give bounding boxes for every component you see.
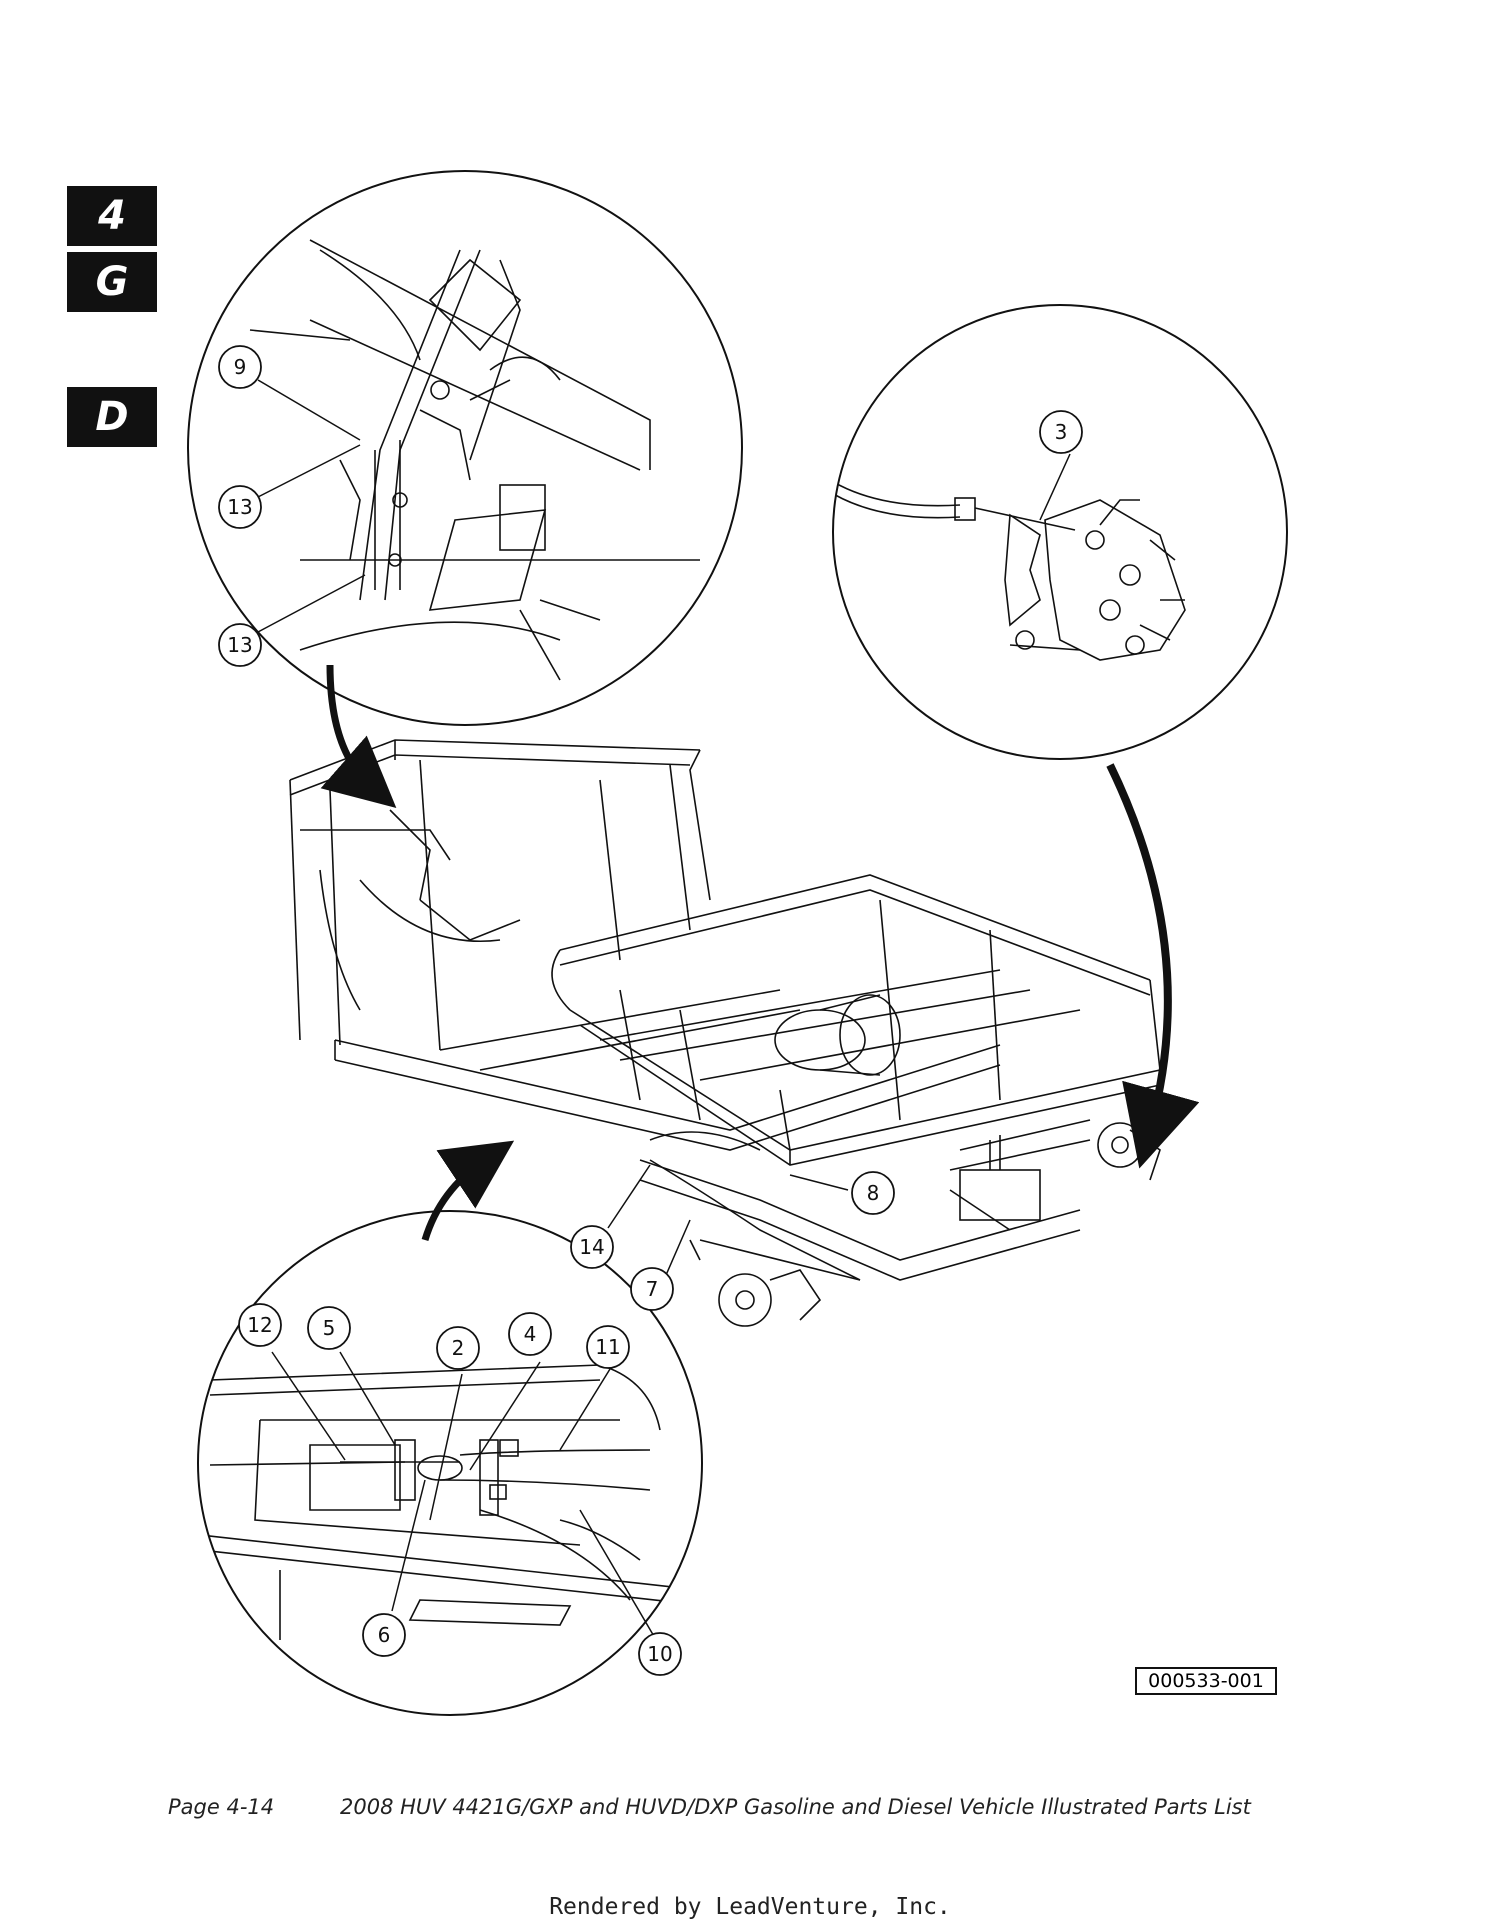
svg-text:4: 4 [524, 1322, 537, 1346]
svg-text:11: 11 [595, 1335, 620, 1359]
callout-5: 5 [307, 1306, 351, 1350]
callout-13a: 13 [218, 485, 262, 529]
svg-text:10: 10 [647, 1642, 672, 1666]
callout-3: 3 [1039, 410, 1083, 454]
svg-text:7: 7 [646, 1277, 659, 1301]
svg-text:5: 5 [323, 1316, 336, 1340]
detail-circle-caliper [832, 304, 1288, 760]
arrow-detail-caliper [1106, 763, 1200, 1169]
leader-lines [257, 379, 1071, 1651]
arrow-detail-cable [421, 1140, 515, 1242]
callout-4: 4 [508, 1312, 552, 1356]
callout-11: 11 [586, 1325, 630, 1369]
figure-id-label: 000533-001 [1135, 1667, 1277, 1695]
callout-10: 10 [638, 1632, 682, 1676]
detail-circle-pedal [187, 170, 743, 726]
svg-text:13: 13 [227, 495, 252, 519]
svg-text:13: 13 [227, 633, 252, 657]
callout-13b: 13 [218, 623, 262, 667]
section-tab-d: D [67, 387, 157, 447]
detail-circle-cable [197, 1210, 703, 1716]
callout-2: 2 [436, 1326, 480, 1370]
section-tab-g: G [67, 252, 157, 312]
arrow-detail-pedal [320, 664, 397, 809]
section-tab-4: 4 [67, 186, 157, 246]
svg-text:6: 6 [378, 1623, 391, 1647]
callout-7: 7 [630, 1267, 674, 1311]
callout-12: 12 [238, 1303, 282, 1347]
svg-text:8: 8 [867, 1181, 880, 1205]
footer-document-title: 2008 HUV 4421G/GXP and HUVD/DXP Gasoline… [340, 1795, 1251, 1819]
svg-text:12: 12 [247, 1313, 272, 1337]
svg-text:9: 9 [234, 355, 247, 379]
callout-6: 6 [362, 1613, 406, 1657]
callout-14: 14 [570, 1225, 614, 1269]
vehicle-frame [289, 739, 1161, 1327]
footer-page-label: Page 4-14 [168, 1795, 275, 1819]
callout-8: 8 [851, 1171, 895, 1215]
svg-text:14: 14 [579, 1235, 604, 1259]
rendered-by-credit: Rendered by LeadVenture, Inc. [549, 1894, 951, 1920]
svg-text:2: 2 [452, 1336, 465, 1360]
svg-text:3: 3 [1055, 420, 1068, 444]
callout-9: 9 [218, 345, 262, 389]
